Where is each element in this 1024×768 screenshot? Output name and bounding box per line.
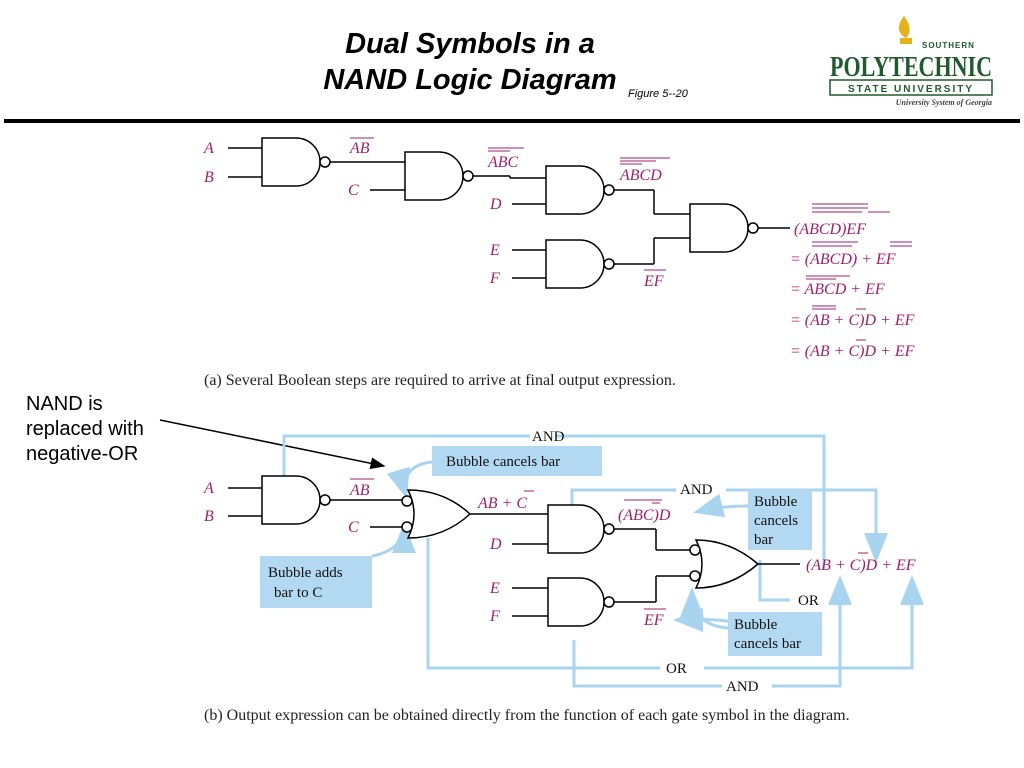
note-arrow	[159, 419, 386, 470]
logo-top-text: SOUTHERN	[922, 41, 975, 50]
input-label-d: D	[489, 196, 502, 213]
nand-gate-2	[404, 151, 464, 201]
output-step-3: = ABCD + EF	[790, 281, 885, 298]
logo-sub-text: STATE UNIVERSITY	[848, 84, 974, 95]
part-b-labels: A B C D E F AB AB + C (ABC)D EF (AB + C)…	[203, 429, 916, 695]
part-b-gates	[228, 475, 800, 627]
signal-label-ef: EF	[643, 273, 664, 290]
logo-sub-frame	[829, 79, 993, 96]
inversion-bubble	[603, 523, 615, 535]
nand-gate-3	[545, 165, 605, 215]
nand-gate-5	[689, 203, 749, 253]
input-label-b: B	[204, 169, 214, 186]
path-label-and-bottom: AND	[726, 679, 759, 695]
inversion-bubble	[401, 521, 413, 533]
callout-text-bubble-cancels-right-3: bar	[754, 532, 773, 548]
output-step-1: (ABCD)EF	[794, 221, 866, 238]
callout-text-bubble-cancels-bottom-1: Bubble	[734, 617, 778, 633]
input-label-c-b: C	[348, 519, 359, 536]
signal-label-abc: ABC	[487, 154, 519, 171]
inversion-bubble	[603, 596, 615, 608]
note-line-1: NAND is	[26, 393, 103, 415]
logo-tagline: University System of Georgia	[896, 98, 992, 107]
signal-label-ef-b: EF	[643, 612, 664, 629]
input-label-a-b: A	[203, 480, 214, 497]
negative-or-gate-2	[694, 539, 760, 589]
callout-text-bubble-cancels-top: Bubble cancels bar	[446, 454, 560, 470]
input-label-e: E	[489, 242, 500, 259]
title-divider	[4, 119, 1020, 123]
input-label-a: A	[203, 140, 214, 157]
inversion-bubble	[319, 156, 331, 168]
signal-label-abc-d: (ABC)D	[618, 507, 671, 524]
callout-text-bubble-adds-2: bar to C	[274, 585, 322, 601]
caption-part-a: (a) Several Boolean steps are required t…	[204, 372, 676, 389]
inversion-bubble	[603, 184, 615, 196]
nand-gate-b3	[547, 577, 605, 627]
output-expression-b: (AB + C)D + EF	[806, 557, 916, 574]
note-line-2: replaced with	[26, 418, 144, 440]
output-step-4: = (AB + C)D + EF	[790, 312, 915, 329]
callout-text-bubble-cancels-right-1: Bubble	[754, 494, 798, 510]
note-line-3: negative-OR	[26, 443, 139, 465]
path-label-and-mid: AND	[680, 482, 713, 498]
callout-bubble-adds	[260, 556, 372, 608]
callout-bubble-cancels-top	[432, 446, 602, 476]
input-label-f: F	[489, 270, 500, 287]
university-logo: SOUTHERN POLYTECHNIC STATE UNIVERSITY Un…	[829, 16, 993, 107]
title-line-1: Dual Symbols in a	[345, 28, 595, 60]
callout-text-bubble-adds-1: Bubble adds	[268, 565, 343, 581]
output-step-2: = (ABCD) + EF	[790, 251, 896, 268]
negative-or-gate-1	[406, 489, 472, 539]
signal-label-ab-plus-c: AB + C	[477, 495, 527, 512]
caption-part-b: (b) Output expression can be obtained di…	[204, 707, 850, 724]
signal-label-ab-b: AB	[349, 482, 370, 499]
figure-reference: Figure 5--20	[628, 88, 688, 100]
callout-bubble-cancels-bottom	[728, 612, 822, 656]
input-label-b-b: B	[204, 508, 214, 525]
input-label-d-b: D	[489, 536, 502, 553]
input-label-e-b: E	[489, 580, 500, 597]
nand-gate-b2	[547, 504, 605, 554]
signal-label-ab: AB	[349, 140, 370, 157]
part-a-diagram	[228, 137, 790, 289]
path-label-or-right: OR	[798, 593, 819, 609]
torch-icon	[898, 16, 912, 44]
inversion-bubble	[462, 170, 474, 182]
logo-main-text: POLYTECHNIC	[830, 52, 992, 83]
nand-gate-b1	[261, 475, 321, 525]
nand-gate-4	[545, 239, 605, 289]
inversion-bubble	[747, 222, 759, 234]
part-a-labels: A B C D E F AB ABC ABCD EF (ABCD)EF = (A…	[203, 137, 915, 360]
annotation-note: NAND is replaced with negative-OR	[26, 392, 144, 467]
callout-text-bubble-cancels-right-2: cancels	[754, 513, 798, 529]
path-label-or-bottom: OR	[666, 661, 687, 677]
input-label-c: C	[348, 182, 359, 199]
title-line-2: NAND Logic Diagram	[323, 64, 617, 96]
nand-gate-1	[261, 137, 321, 187]
signal-label-abcd: ABCD	[619, 167, 662, 184]
inversion-bubble	[689, 544, 701, 556]
inversion-bubble	[401, 495, 413, 507]
input-label-f-b: F	[489, 608, 500, 625]
callout-bubble-cancels-right	[748, 490, 812, 550]
output-step-5: = (AB + C)D + EF	[790, 343, 915, 360]
path-label-and-top: AND	[532, 429, 565, 445]
inversion-bubble	[603, 258, 615, 270]
inversion-bubble	[319, 494, 331, 506]
inversion-bubble	[689, 570, 701, 582]
callout-text-bubble-cancels-bottom-2: cancels bar	[734, 636, 801, 652]
slide-title: Dual Symbols in a NAND Logic Diagram	[230, 26, 710, 98]
